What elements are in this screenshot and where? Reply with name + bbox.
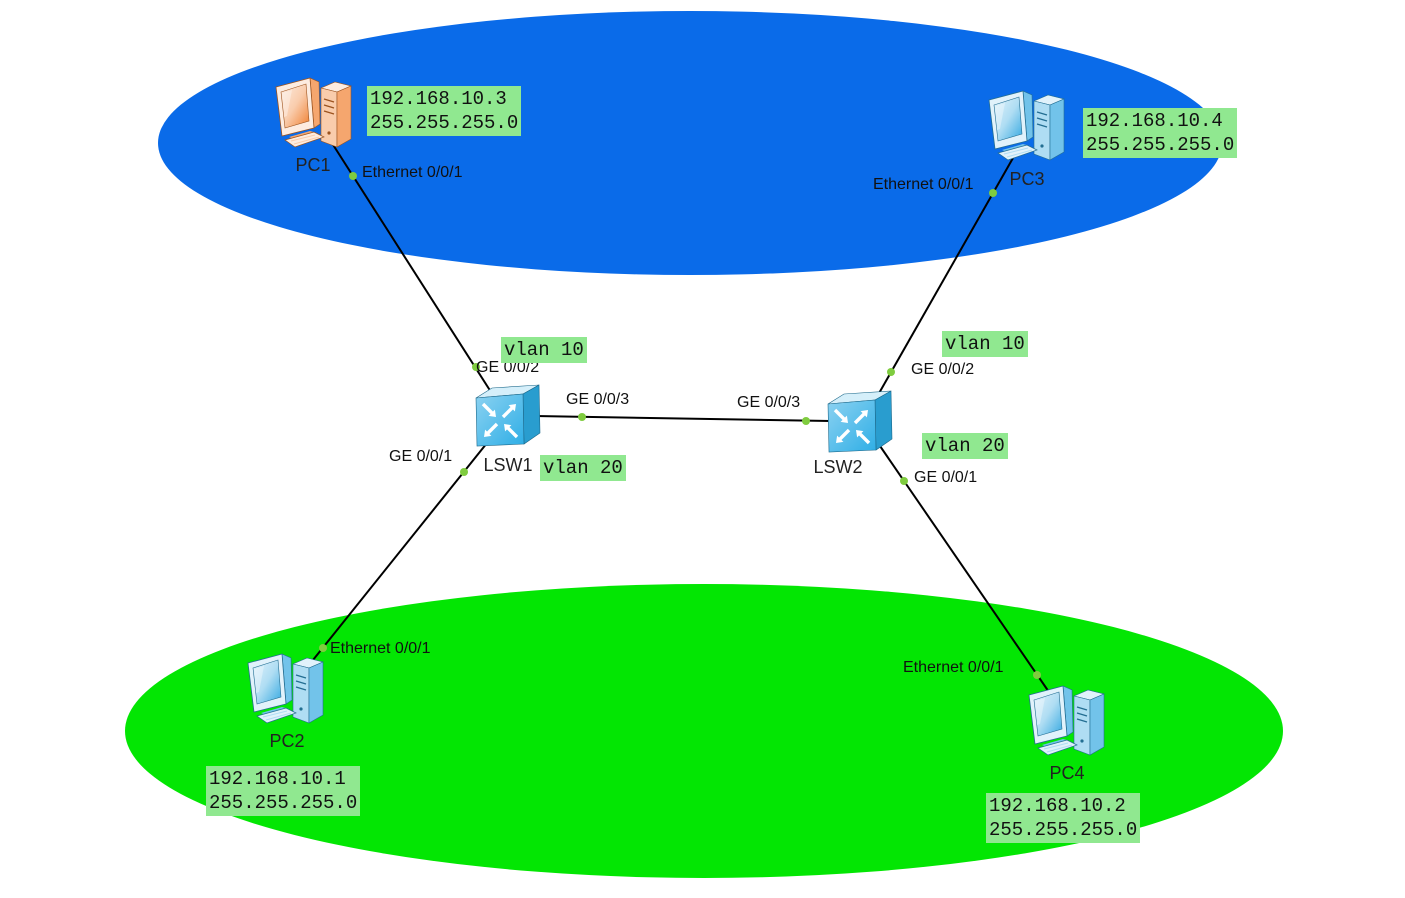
vlan-note[interactable]: vlan 10 (942, 331, 1028, 357)
port-status-dot (887, 368, 895, 376)
subnet-mask: 255.255.255.0 (370, 112, 519, 134)
ip-address: 192.168.10.1 (209, 768, 346, 790)
port-status-dot (900, 477, 908, 485)
ip-address: 192.168.10.2 (989, 795, 1126, 817)
port-status-dot (989, 189, 997, 197)
switch-icon[interactable] (825, 389, 895, 453)
port-label: GE 0/0/3 (566, 391, 630, 408)
port-label: GE 0/0/1 (914, 469, 978, 486)
device-label: PC2 (269, 731, 305, 751)
device-label: LSW2 (813, 457, 863, 477)
pc-icon[interactable] (273, 75, 355, 151)
subnet-mask: 255.255.255.0 (1086, 134, 1235, 156)
device-label: PC3 (1009, 169, 1045, 189)
device-label: LSW1 (483, 455, 533, 475)
port-status-dot (1033, 671, 1041, 679)
port-label: GE 0/0/2 (476, 359, 540, 376)
link-lsw1-pc2[interactable] (308, 437, 492, 666)
vlan-note[interactable]: vlan 10 (501, 337, 587, 363)
port-label: Ethernet 0/0/1 (903, 659, 1004, 676)
vlan-note[interactable]: vlan 20 (540, 455, 626, 481)
port-status-dot (802, 417, 810, 425)
link-lsw2-pc4[interactable] (879, 445, 1052, 696)
port-label: GE 0/0/3 (737, 394, 801, 411)
ip-config-note[interactable]: 192.168.10.3 255.255.255.0 (367, 86, 522, 136)
port-status-dot (472, 363, 480, 371)
port-label: Ethernet 0/0/1 (330, 640, 431, 657)
device-label: PC1 (295, 155, 331, 175)
port-label: Ethernet 0/0/1 (873, 176, 974, 193)
device-label: PC4 (1049, 763, 1085, 783)
ip-address: 192.168.10.4 (1086, 110, 1223, 132)
pc-icon[interactable] (245, 651, 327, 727)
ip-address: 192.168.10.3 (370, 88, 507, 110)
subnet-mask: 255.255.255.0 (209, 792, 358, 814)
port-status-dot (460, 468, 468, 476)
subnet-mask: 255.255.255.0 (989, 819, 1138, 841)
switch-icon[interactable] (473, 383, 543, 447)
vlan-area-top[interactable] (158, 11, 1222, 275)
vlan-note[interactable]: vlan 20 (922, 433, 1008, 459)
port-status-dot (578, 413, 586, 421)
port-label: Ethernet 0/0/1 (362, 164, 463, 181)
ip-config-note[interactable]: 192.168.10.1 255.255.255.0 (206, 766, 361, 816)
pc-icon[interactable] (1026, 683, 1108, 759)
ip-config-note[interactable]: 192.168.10.4 255.255.255.0 (1083, 108, 1238, 158)
pc-icon[interactable] (986, 88, 1068, 164)
port-label: GE 0/0/2 (911, 361, 975, 378)
link-pc3-lsw2[interactable] (877, 157, 1014, 396)
port-status-dot (349, 172, 357, 180)
port-status-dot (319, 644, 327, 652)
link-pc1-lsw1[interactable] (329, 139, 492, 393)
ip-config-note[interactable]: 192.168.10.2 255.255.255.0 (986, 793, 1141, 843)
port-label: GE 0/0/1 (389, 448, 453, 465)
